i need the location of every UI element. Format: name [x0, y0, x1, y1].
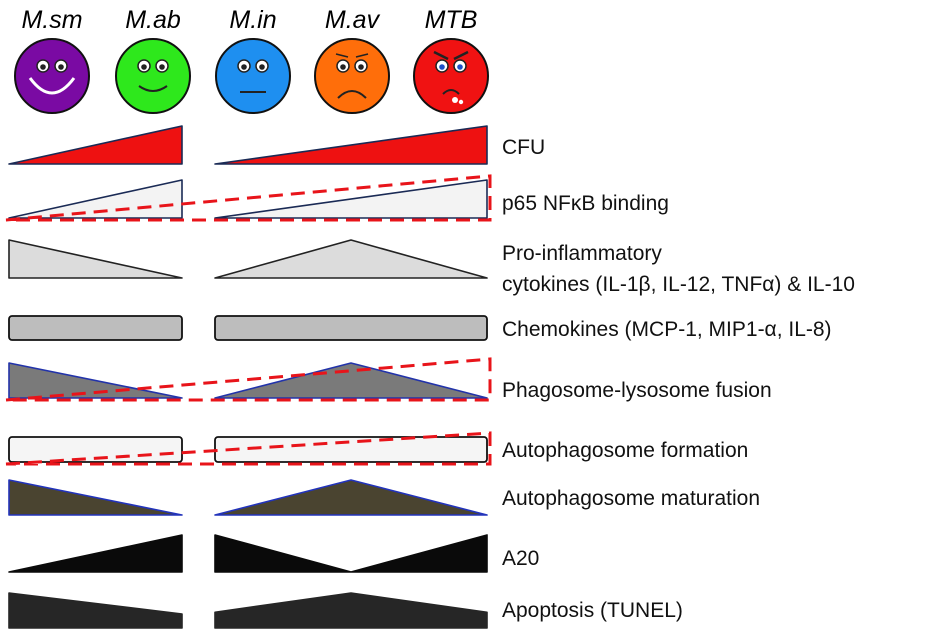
drool: [458, 99, 464, 105]
row-1-dashed-overlay: [5, 174, 492, 222]
mouth: [355, 53, 369, 58]
species-label: M.ab: [125, 6, 181, 34]
row-label-apoptosis: Apoptosis (TUNEL): [502, 599, 683, 622]
mouth: [335, 53, 349, 58]
pupil: [141, 64, 147, 70]
species-label: M.av: [325, 6, 381, 34]
face-circle: [314, 38, 390, 114]
face-mtb: MTB: [413, 6, 489, 114]
species-label: M.in: [229, 6, 276, 34]
mouth: [337, 90, 367, 99]
pupil: [40, 64, 46, 70]
row-8-right-shape: [214, 592, 488, 629]
species-faces: M.sm M.ab M.in M.av MTB: [14, 6, 489, 114]
pupil: [457, 64, 463, 70]
row-4-right-shape: [214, 362, 488, 399]
row-3-right-shape: [214, 315, 488, 341]
species-label: M.sm: [21, 6, 82, 34]
face-m-in: M.in: [215, 6, 291, 114]
face-circle: [413, 38, 489, 114]
pupil: [439, 64, 445, 70]
species-label: MTB: [425, 6, 478, 34]
face-m-ab: M.ab: [115, 6, 191, 114]
row-label-autophagosome-maturation: Autophagosome maturation: [502, 487, 760, 510]
row-5-dashed-overlay: [5, 431, 492, 466]
row-4-dashed-overlay: [5, 357, 492, 402]
row-6-right-shape: [214, 479, 488, 516]
pupil: [358, 64, 364, 70]
row-7-right-shape: [214, 534, 488, 573]
pupil: [259, 64, 265, 70]
dashed-overlays: [5, 174, 492, 466]
row-label-p65: p65 NFκB binding: [502, 192, 669, 215]
mouth: [433, 50, 449, 61]
row-label-phagosome-fusion: Phagosome-lysosome fusion: [502, 379, 772, 402]
row-6-left-shape: [8, 479, 183, 516]
row-7-left-shape: [8, 534, 183, 573]
face-circle: [115, 38, 191, 114]
face-m-sm: M.sm: [14, 6, 90, 114]
row-label-cytokines: cytokines (IL-1β, IL-12, TNFα) & IL-10: [502, 273, 855, 296]
pupil: [58, 64, 64, 70]
mouth: [138, 85, 168, 92]
face-circle: [14, 38, 90, 114]
pupil: [241, 64, 247, 70]
row-label-autophagosome-formation: Autophagosome formation: [502, 439, 749, 462]
drool: [452, 97, 458, 103]
pupil: [340, 64, 346, 70]
mouth: [28, 77, 76, 95]
row-3-left-shape: [8, 315, 183, 341]
mouth: [453, 50, 469, 61]
pupil: [159, 64, 165, 70]
mouth: [442, 89, 460, 95]
row-label-proinflammatory: Pro-inflammatory: [502, 242, 662, 265]
row-label-chemokines: Chemokines (MCP-1, MIP1-α, IL-8): [502, 318, 832, 341]
row-1-right-shape: [214, 179, 488, 219]
row-label-a20: A20: [502, 547, 540, 570]
row-shapes: [8, 125, 488, 629]
row-0-left-shape: [8, 125, 183, 165]
face-circle: [215, 38, 291, 114]
row-2-left-shape: [8, 239, 183, 279]
row-label-cfu: CFU: [502, 136, 546, 159]
row-0-right-shape: [214, 125, 488, 165]
row-8-left-shape: [8, 592, 183, 629]
row-2-right-shape: [214, 239, 488, 279]
face-m-av: M.av: [314, 6, 390, 114]
